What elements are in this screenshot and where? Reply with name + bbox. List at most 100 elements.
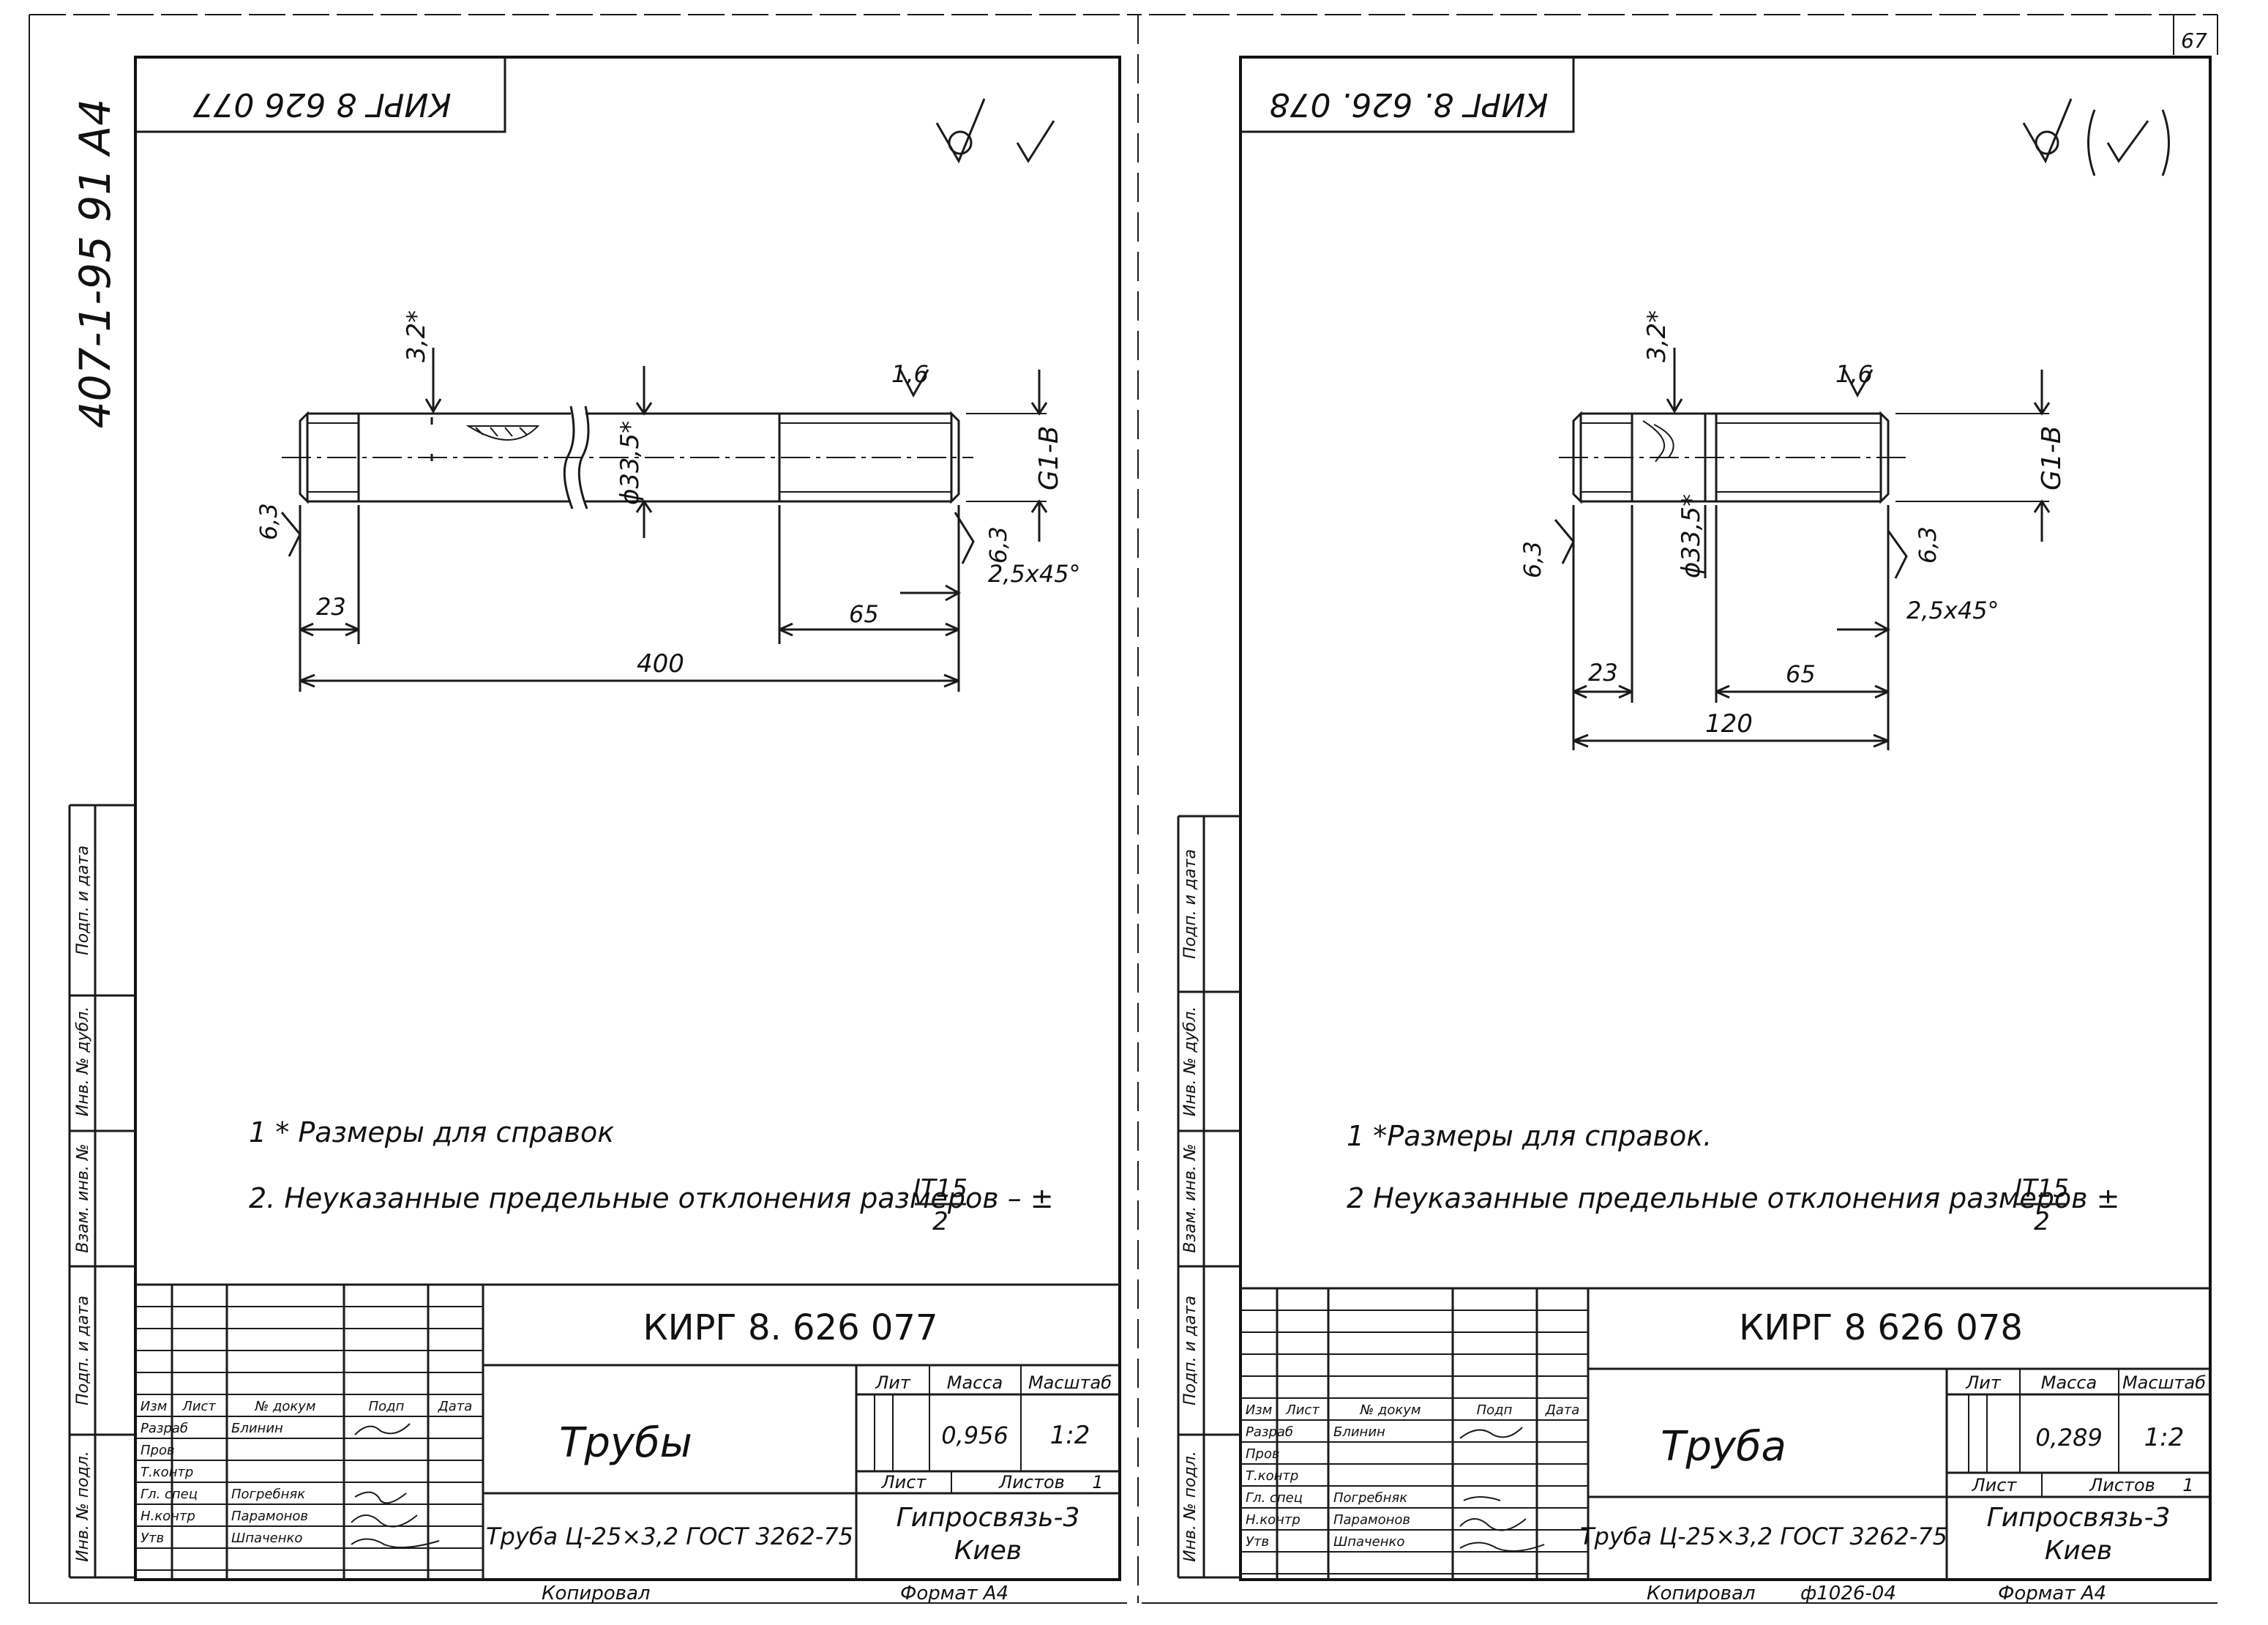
left-outer-frame bbox=[29, 15, 1127, 1604]
right-dimensions: 3,2* 1,6 ϕ33,5* G1-B 6,3 6,3 2,5x45° 23 … bbox=[1519, 310, 2067, 750]
right-hdr-sheets: Листов bbox=[2089, 1475, 2155, 1495]
right-side-label-3: Взам. инв. № bbox=[1181, 1143, 1200, 1252]
right-row-hdr-1: Изм bbox=[1246, 1402, 1273, 1418]
left-top-designation-box bbox=[135, 57, 506, 133]
left-signature-2 bbox=[354, 1491, 407, 1504]
left-copied-label: Копировал bbox=[542, 1583, 651, 1605]
left-dim-65: 65 bbox=[849, 600, 879, 628]
left-side-stamp: Подп. и дата Инв. № дубл. Взам. инв. № П… bbox=[68, 804, 135, 1579]
left-hdr-mass: Масса bbox=[947, 1372, 1003, 1393]
right-signature-2 bbox=[1463, 1496, 1501, 1501]
left-row-hdr-3: № докум bbox=[254, 1399, 315, 1414]
left-side-label-4: Подп. и дата bbox=[74, 1296, 92, 1405]
left-note-1: 1 * Размеры для справок bbox=[249, 1116, 614, 1148]
left-side-label-3: Взам. инв. № bbox=[74, 1143, 92, 1252]
right-name-5: Парамонов bbox=[1333, 1512, 1410, 1528]
right-role-1: Разраб bbox=[1246, 1424, 1293, 1440]
right-name-1: Блинин bbox=[1333, 1424, 1385, 1440]
left-name-6: Шпаченко bbox=[231, 1531, 302, 1546]
left-role-4: Гл. спец bbox=[141, 1487, 198, 1502]
right-page-box bbox=[2173, 15, 2218, 55]
right-dim-diameter: ϕ33,5* bbox=[1677, 494, 1706, 578]
right-side-label-4: Подп. и дата bbox=[1181, 1296, 1200, 1405]
left-signature-1 bbox=[354, 1423, 411, 1435]
right-top-designation: КИРГ 8. 626. 078 bbox=[1269, 86, 1548, 123]
right-pipe-drawing bbox=[1559, 411, 1910, 504]
right-role-6: Утв bbox=[1246, 1534, 1269, 1550]
right-dim-120: 120 bbox=[1705, 709, 1753, 739]
right-hdr-lit: Лит bbox=[1965, 1372, 2002, 1393]
right-note-2-fraction-num: IT15 bbox=[2015, 1174, 2069, 1203]
right-mass-value: 0,289 bbox=[2035, 1424, 2103, 1452]
left-pipe-drawing bbox=[282, 406, 973, 509]
left-name-5: Парамонов bbox=[231, 1509, 308, 1524]
left-dim-6-3-a: 6,3 bbox=[255, 503, 282, 540]
left-note-2-fraction-num: IT15 bbox=[913, 1174, 968, 1203]
left-role-6: Утв bbox=[141, 1531, 164, 1546]
right-note-1: 1 *Размеры для справок. bbox=[1347, 1120, 1712, 1152]
right-role-5: Н.контр bbox=[1246, 1512, 1300, 1528]
left-name-4: Погребняк bbox=[231, 1487, 305, 1502]
left-hdr-lit: Лит bbox=[875, 1372, 911, 1393]
left-hdr-sheets: Листов bbox=[998, 1472, 1065, 1493]
right-dim-3-2: 3,2* bbox=[1642, 310, 1672, 362]
left-dim-400: 400 bbox=[637, 649, 684, 679]
right-title-org-2: Киев bbox=[2045, 1536, 2112, 1566]
left-dimensions: 3,2* 1,6 ϕ33,5* G1-B 6,3 6,3 2,5x45° 23 bbox=[255, 310, 1081, 692]
left-dim-3-2: 3,2* bbox=[402, 310, 431, 362]
left-sheets-value: 1 bbox=[1092, 1472, 1103, 1493]
right-title-designation: КИРГ 8 626 078 bbox=[1739, 1307, 2023, 1348]
right-signature-3 bbox=[1459, 1518, 1527, 1531]
right-dim-23: 23 bbox=[1588, 659, 1618, 687]
right-side-label-5: Инв. № подл. bbox=[1181, 1451, 1200, 1562]
right-roughness-symbol bbox=[2022, 98, 2170, 176]
left-signature-3 bbox=[351, 1514, 418, 1528]
left-title-org-1: Гипросвязь-3 bbox=[897, 1503, 1080, 1533]
right-row-hdr-2: Лист bbox=[1285, 1402, 1320, 1418]
left-role-2: Пров bbox=[141, 1443, 175, 1458]
right-main-frame bbox=[1239, 56, 2212, 1581]
left-row-hdr-2: Лист bbox=[181, 1399, 216, 1414]
left-mass-value: 0,956 bbox=[941, 1422, 1008, 1449]
left-side-label-1: Подп. и дата bbox=[74, 845, 92, 955]
right-title-material: Труба Ц-25×3,2 ГОСТ 3262-75 bbox=[1580, 1523, 1947, 1550]
right-format-label: Формат А4 bbox=[1998, 1583, 2106, 1605]
right-hdr-scale: Масштаб bbox=[2122, 1372, 2206, 1393]
right-dim-thread: G1-B bbox=[2037, 426, 2067, 491]
left-side-label-5: Инв. № подл. bbox=[74, 1451, 92, 1562]
right-row-hdr-5: Дата bbox=[1545, 1402, 1580, 1418]
left-role-5: Н.контр bbox=[141, 1509, 195, 1524]
right-title-block: КИРГ 8 626 078 Труба Труба Ц-25×3,2 ГОСТ… bbox=[1240, 1287, 2210, 1580]
left-scale-value: 1:2 bbox=[1050, 1421, 1090, 1450]
right-format-code: ф1026-04 bbox=[1800, 1583, 1896, 1605]
right-dim-65: 65 bbox=[1786, 660, 1816, 688]
right-role-3: Т.контр bbox=[1246, 1468, 1298, 1484]
left-drawing-sheet: КИРГ 8 626 077 407-1-95 91 А4 bbox=[29, 14, 1142, 1605]
left-roughness-symbol bbox=[935, 98, 1055, 164]
left-row-hdr-1: Изм bbox=[141, 1399, 168, 1414]
left-note-2-fraction-den: 2 bbox=[932, 1207, 948, 1236]
right-title-name: Труба bbox=[1661, 1423, 1786, 1471]
right-dim-6-3-a: 6,3 bbox=[1519, 541, 1546, 578]
right-page-number: 67 bbox=[2181, 29, 2207, 53]
left-role-1: Разраб bbox=[141, 1421, 188, 1436]
left-title-material: Труба Ц-25×3,2 ГОСТ 3262-75 bbox=[486, 1523, 853, 1550]
left-dim-thread: G1-B bbox=[1034, 426, 1064, 491]
left-dim-6-3-b: 6,3 bbox=[984, 526, 1012, 564]
left-dim-diameter: ϕ33,5* bbox=[615, 421, 645, 505]
left-title-block: КИРГ 8. 626 077 Трубы Труба Ц-25×3,2 ГОС… bbox=[135, 1283, 1120, 1580]
right-copied-label: Копировал bbox=[1647, 1583, 1756, 1605]
right-name-6: Шпаченко bbox=[1333, 1534, 1404, 1550]
right-side-stamp: Подп. и дата Инв. № дубл. Взам. инв. № П… bbox=[1177, 815, 1240, 1579]
left-title-name: Трубы bbox=[559, 1419, 692, 1467]
left-dim-1-6: 1,6 bbox=[891, 360, 929, 388]
right-side-label-2: Инв. № дубл. bbox=[1181, 1006, 1200, 1117]
right-signature-1 bbox=[1459, 1427, 1523, 1439]
left-row-hdr-4: Подп bbox=[369, 1399, 405, 1414]
left-top-designation: КИРГ 8 626 077 bbox=[192, 86, 451, 123]
left-title-designation: КИРГ 8. 626 077 bbox=[643, 1307, 937, 1348]
left-main-frame bbox=[134, 56, 1121, 1581]
right-side-label-1: Подп. и дата bbox=[1181, 849, 1200, 959]
right-hdr-mass: Масса bbox=[2041, 1372, 2097, 1393]
left-title-org-2: Киев bbox=[954, 1536, 1022, 1566]
